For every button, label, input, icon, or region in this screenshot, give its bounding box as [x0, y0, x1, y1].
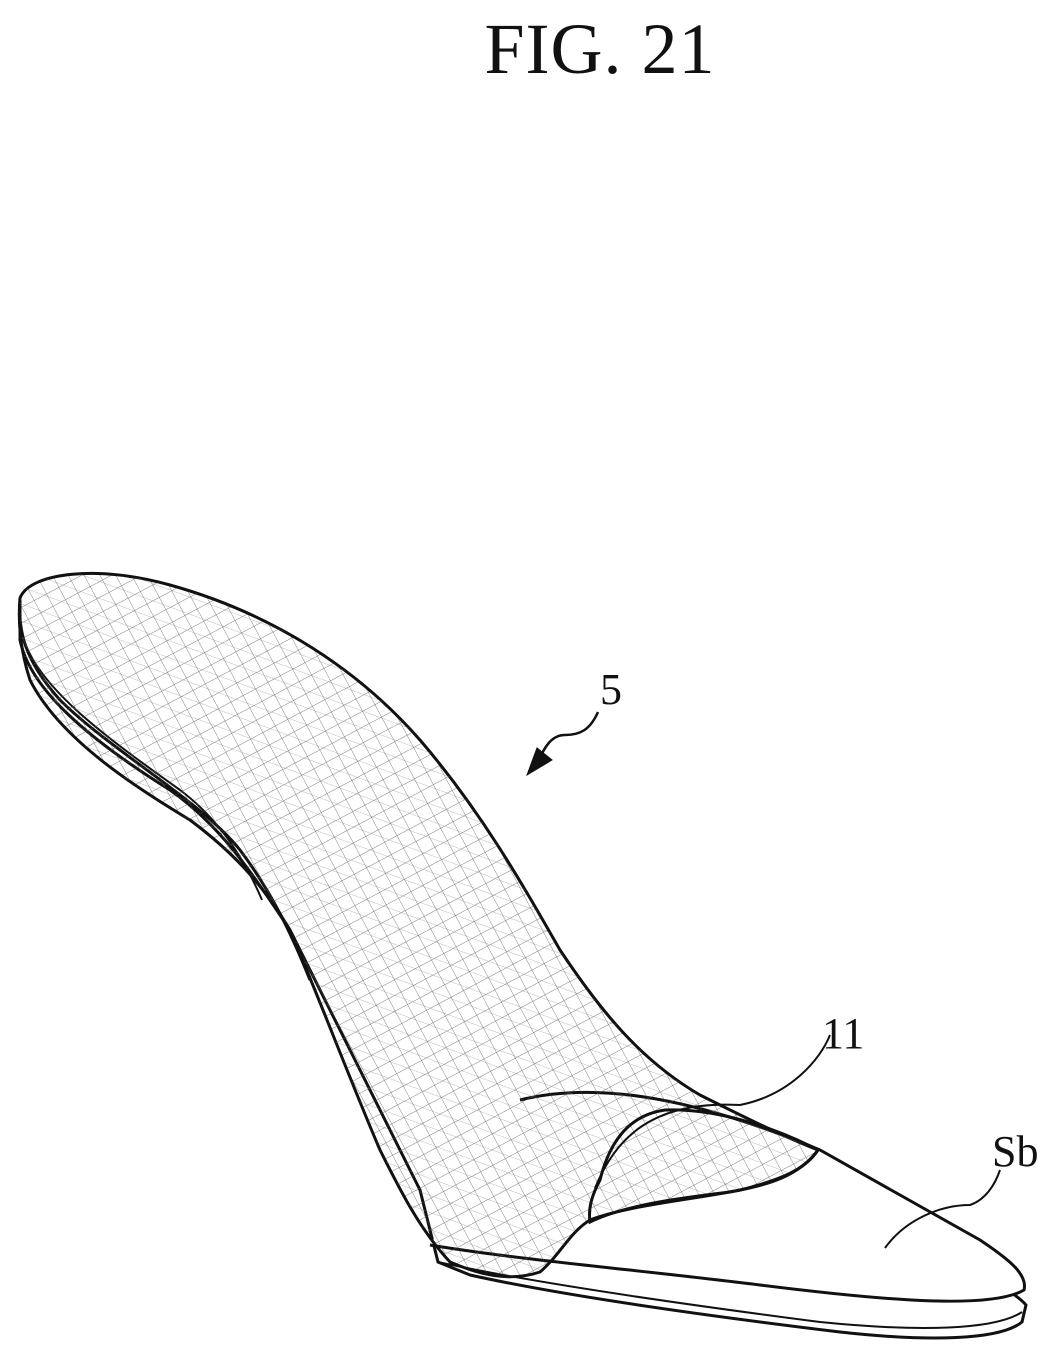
- label-11: 11: [822, 1012, 864, 1056]
- label-sb: Sb: [992, 1130, 1038, 1174]
- label-5: 5: [600, 668, 622, 712]
